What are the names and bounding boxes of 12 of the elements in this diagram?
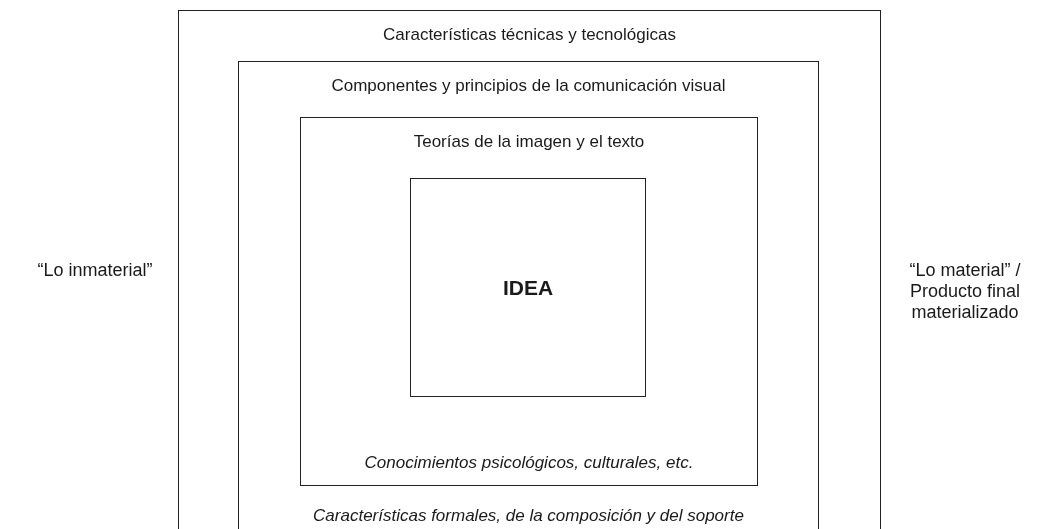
center-title: IDEA <box>501 275 555 300</box>
frame-footer: Conocimientos psicológicos, culturales, etc. <box>301 453 757 473</box>
side-label: “Lo inmaterial” <box>36 260 154 281</box>
side-label: “Lo material” / Producto final materializado <box>908 260 1022 323</box>
nested-frame <box>178 10 881 529</box>
nested-frame <box>300 117 758 486</box>
center-box <box>410 178 646 397</box>
frame-footer: Características formales, de la composición y del soporte <box>239 506 818 526</box>
frame-heading: Componentes y principios de la comunicación visual <box>330 76 727 96</box>
frame-heading: Teorías de la imagen y el texto <box>412 132 646 152</box>
frame-heading: Características técnicas y tecnológicas <box>382 25 677 45</box>
nested-frame <box>238 61 819 529</box>
